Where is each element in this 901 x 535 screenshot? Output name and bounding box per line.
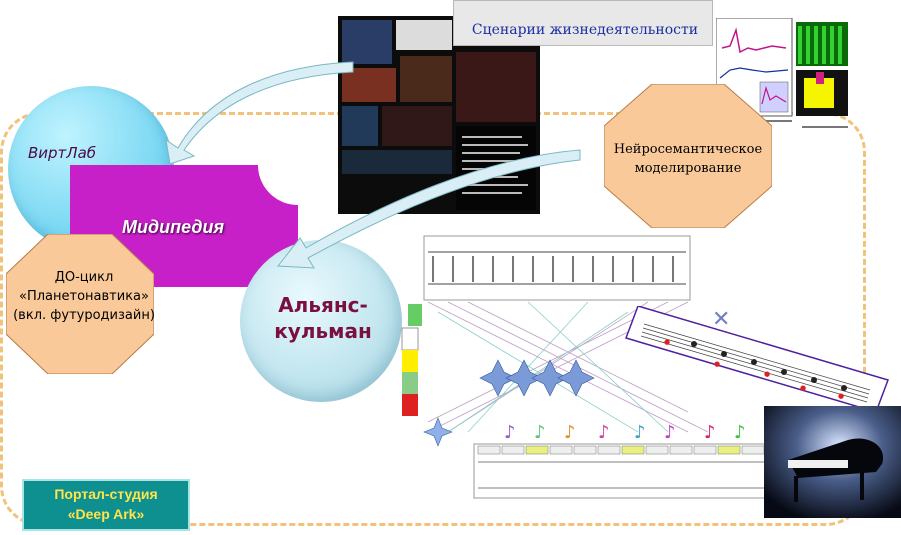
piano-icon (764, 406, 901, 518)
svg-text:♪: ♪ (504, 422, 516, 443)
svg-text:●: ● (838, 392, 844, 400)
docycle-octagon[interactable] (6, 234, 154, 374)
alliance-circle[interactable] (240, 240, 402, 402)
svg-text:♪: ♪ (598, 422, 610, 443)
comic-collage-image (338, 16, 540, 214)
curved-arrow-icon (277, 149, 581, 269)
svg-text:♪: ♪ (664, 422, 676, 443)
neuro-label: Нейросемантическое моделирование (600, 140, 776, 178)
virtlab-label: ВиртЛаб (28, 144, 97, 162)
portal-line1: Портал-студия (54, 486, 158, 502)
svg-text:♪: ♪ (734, 422, 746, 443)
docycle-line2: «Планетонавтика» (19, 289, 149, 304)
svg-text:♪: ♪ (534, 422, 546, 443)
scenario-box[interactable] (453, 0, 713, 46)
portal-label: Портал-студия «Deep Ark» (22, 484, 190, 524)
svg-text:●: ● (714, 360, 720, 368)
svg-text:●: ● (664, 338, 670, 346)
neuro-octagon[interactable] (604, 84, 772, 228)
neuro-line1: Нейросемантическое (613, 142, 763, 157)
alliance-line2: кульман (274, 319, 372, 343)
docycle-line1: ДО-цикл (54, 270, 114, 285)
svg-text:♪: ♪ (704, 422, 716, 443)
scenario-label: Сценарии жизнедеятельности (471, 22, 699, 38)
midipedia-label: Мидипедия (122, 217, 225, 237)
sparkle-icon: ✕ (712, 306, 731, 331)
svg-text:●: ● (764, 370, 770, 378)
portal-line2: «Deep Ark» (67, 506, 145, 522)
portal-studio-box[interactable] (22, 479, 190, 531)
svg-text:♪: ♪ (634, 422, 646, 443)
docycle-label: ДО-цикл «Планетонавтика» (вкл. футуродиз… (0, 268, 168, 325)
svg-text:●: ● (800, 384, 806, 392)
docycle-line3: (вкл. футуродизайн) (13, 308, 155, 323)
alliance-label: Альянс- кульман (268, 292, 378, 344)
alliance-line1: Альянс- (278, 293, 368, 317)
music-score-diagram: ♪ ♪ ♪ ♪ ♪ ♪ ♪ ♪ (401, 235, 775, 499)
curved-arrow-icon (165, 61, 354, 165)
neuro-line2: моделирование (634, 161, 742, 176)
music-notation-sheet: ● ● ● ● ● (625, 306, 889, 412)
svg-text:♪: ♪ (564, 422, 576, 443)
